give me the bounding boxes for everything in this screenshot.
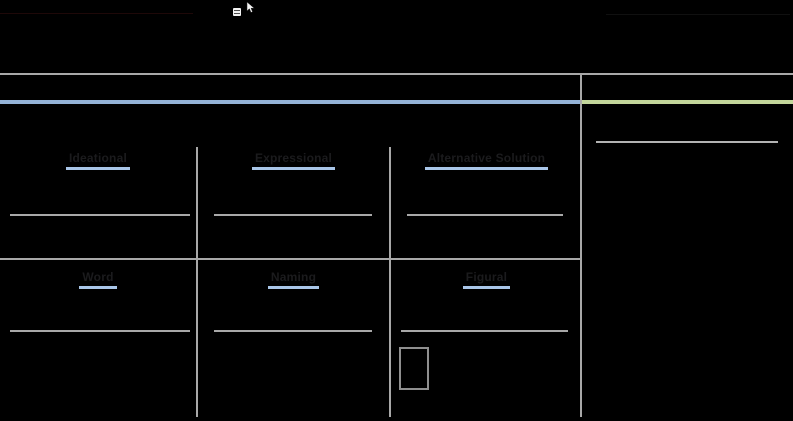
panel-vertical-divider bbox=[580, 75, 582, 417]
panel-rule bbox=[596, 141, 778, 143]
row-divider bbox=[0, 258, 582, 260]
naming-link[interactable]: Naming bbox=[267, 270, 320, 289]
cell-rule-r1c2 bbox=[214, 214, 372, 216]
cursor-arrow-icon bbox=[246, 0, 256, 13]
content-placeholder-box[interactable] bbox=[399, 347, 429, 390]
cell-rule-r1c3 bbox=[407, 214, 563, 216]
word-link[interactable]: Word bbox=[79, 270, 117, 289]
cell-word: Word bbox=[0, 270, 196, 292]
top-horizontal-rule bbox=[0, 73, 793, 75]
cell-ideational: Ideational bbox=[0, 151, 196, 173]
cell-rule-r2c1 bbox=[10, 330, 190, 332]
panel-accent-bar-green bbox=[582, 100, 793, 104]
faint-gray-line bbox=[606, 14, 790, 15]
cell-alternative-solution: Alternative Solution bbox=[391, 151, 582, 173]
cell-naming: Naming bbox=[198, 270, 389, 292]
faint-red-line bbox=[0, 13, 193, 14]
document-icon[interactable] bbox=[233, 8, 241, 16]
cell-figural: Figural bbox=[391, 270, 582, 292]
cell-rule-r2c3 bbox=[401, 330, 568, 332]
ideational-link[interactable]: Ideational bbox=[65, 151, 130, 170]
alternative-solution-link[interactable]: Alternative Solution bbox=[424, 151, 549, 170]
column-divider-2 bbox=[389, 147, 391, 417]
expressional-link[interactable]: Expressional bbox=[251, 151, 336, 170]
column-divider-1 bbox=[196, 147, 198, 417]
cell-expressional: Expressional bbox=[198, 151, 389, 173]
figural-link[interactable]: Figural bbox=[462, 270, 511, 289]
slide-accent-bar-blue bbox=[0, 100, 582, 104]
cell-rule-r2c2 bbox=[214, 330, 372, 332]
cell-rule-r1c1 bbox=[10, 214, 190, 216]
